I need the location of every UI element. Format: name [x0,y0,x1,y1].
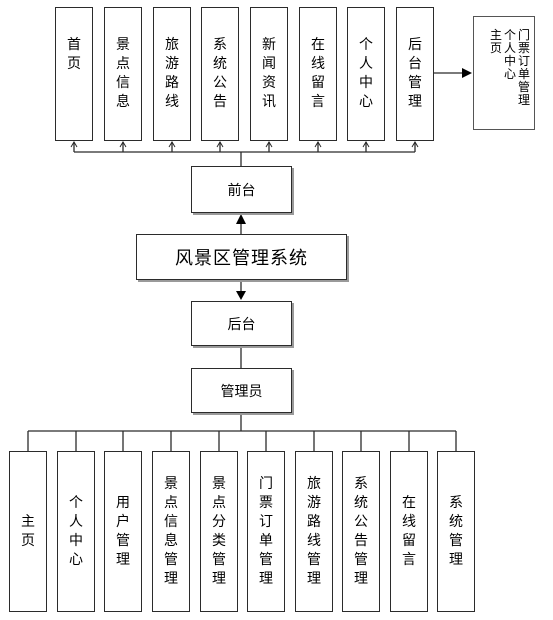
back-module-4: 景 点 信 息 管 理 [152,451,190,612]
back-module-3: 用 户 管 理 [104,451,142,612]
front-module-7-label: 个 人 中 心 [359,37,373,110]
back-module-2-label: 个 人 中 心 [69,494,83,568]
back-module-8: 系 统 公 告 管 理 [342,451,380,612]
main-to-back-arrow [236,291,246,300]
back-module-5-label: 景 点 分 类 管 理 [212,475,226,587]
front-label: 前台 [227,182,256,199]
back-node: 后台 [191,301,292,346]
front-module-1-label: 首 页 [67,37,81,72]
front-module-4-label: 系 统 公 告 [213,37,227,110]
front-module-4: 系 统 公 告 [201,7,239,141]
back-module-9: 在 线 留 言 [390,451,428,612]
back-module-9-label: 在 线 留 言 [402,494,416,568]
front-branch-arrow-1 [70,141,78,148]
back-module-10: 系 统 管 理 [437,451,475,612]
back-label: 后台 [227,316,256,333]
front-module-3: 旅 游 路 线 [153,7,191,141]
to-personal-arrow [462,68,472,78]
front-module-8: 后 台 管 理 [396,7,434,141]
personal-submodule-box: 门 票 订 单 管 理个 人 中 心主 页 [473,16,535,130]
front-module-7: 个 人 中 心 [347,7,385,141]
front-branch-arrow-5 [265,141,273,148]
front-module-6-label: 在 线 留 言 [311,37,325,110]
front-module-5: 新 闻 资 讯 [250,7,288,141]
back-module-10-label: 系 统 管 理 [449,494,463,568]
back-module-7-label: 旅 游 路 线 管 理 [307,475,321,587]
front-module-1: 首 页 [55,7,93,141]
back-module-1-label: 主 页 [21,513,35,549]
personal-submodule-3: 主 页 [490,28,503,55]
admin-node: 管理员 [191,368,292,413]
back-module-8-label: 系 统 公 告 管 理 [354,475,368,587]
back-module-6-label: 门 票 订 单 管 理 [259,475,273,587]
front-branch-arrow-3 [168,141,176,148]
front-module-8-label: 后 台 管 理 [408,37,422,110]
back-module-6: 门 票 订 单 管 理 [247,451,285,612]
back-module-4-label: 景 点 信 息 管 理 [164,475,178,587]
front-branch-arrow-8 [411,141,419,148]
back-module-5: 景 点 分 类 管 理 [200,451,238,612]
main-to-front-arrow [236,214,246,224]
front-branch-arrow-2 [119,141,127,148]
personal-submodule-2: 个 人 中 心 [504,28,517,81]
front-branch-arrow-7 [362,141,370,148]
back-module-1: 主 页 [9,451,47,612]
front-module-5-label: 新 闻 资 讯 [262,37,276,110]
front-branch-arrow-6 [314,141,322,148]
front-module-3-label: 旅 游 路 线 [165,37,179,110]
personal-submodule-1: 门 票 订 单 管 理 [518,28,531,107]
front-branch-arrow-4 [216,141,224,148]
front-module-6: 在 线 留 言 [299,7,337,141]
system-title-node: 风景区管理系统 [136,234,347,280]
admin-label: 管理员 [220,383,263,400]
front-node: 前台 [191,166,292,213]
system-title: 风景区管理系统 [175,248,308,269]
front-module-2: 景 点 信 息 [104,7,142,141]
front-module-2-label: 景 点 信 息 [116,37,130,110]
back-module-3-label: 用 户 管 理 [116,494,130,568]
back-module-7: 旅 游 路 线 管 理 [295,451,333,612]
back-module-2: 个 人 中 心 [57,451,95,612]
